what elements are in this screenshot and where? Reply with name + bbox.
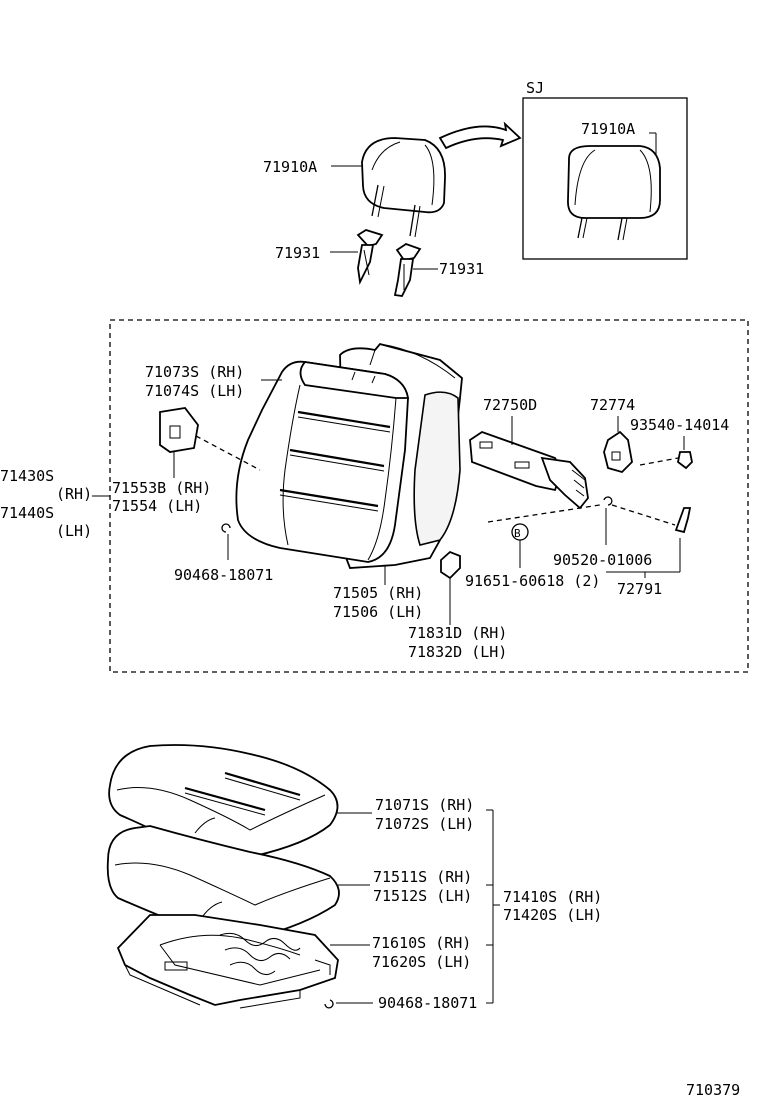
- cushion-assy-rh-label: 71410S (RH): [503, 888, 602, 906]
- inset-headrest-drawing: [567, 145, 661, 241]
- cushion-clip-label: 90468-18071: [378, 994, 477, 1012]
- diagram-number: 710379: [686, 1081, 740, 1099]
- seatback-board-lh-label: 71554 (LH): [112, 497, 202, 515]
- seatback-ring-drawing: [603, 496, 613, 506]
- seatback-lever-label: 72750D: [483, 396, 537, 414]
- headrest-support-left-label: 71931: [275, 244, 320, 262]
- cushion-pad-rh-label: 71511S (RH): [373, 868, 472, 886]
- cushion-clip-drawing: [324, 999, 334, 1009]
- seatback-pad-rh-label: 71505 (RH): [333, 584, 423, 602]
- seatback-bolt-label: 91651-60618 (2): [465, 572, 600, 590]
- seatback-screw-label: 93540-14014: [630, 416, 729, 434]
- inset-arrow: [438, 121, 522, 150]
- seatback-pad-lh-label: 71506 (LH): [333, 603, 423, 621]
- inset-label: SJ: [526, 79, 544, 97]
- seatback-clip-drawing: [221, 523, 231, 560]
- seatback-board-drawing: [159, 407, 199, 453]
- seatback-guide-rh-label: 71831D (RH): [408, 624, 507, 642]
- cushion-cover-rh-label: 71071S (RH): [375, 796, 474, 814]
- seatback-assy-rh-label: 71430S: [0, 467, 54, 485]
- seatback-assy-rh-side: (RH): [56, 485, 92, 503]
- seatback-cover-rh-label: 71073S (RH): [145, 363, 244, 381]
- headrest-part-label: 71910A: [263, 158, 317, 176]
- cushion-pad-lh-label: 71512S (LH): [373, 887, 472, 905]
- cushion-cover-lh-label: 71072S (LH): [375, 815, 474, 833]
- headrest-support-left-drawing: [356, 229, 384, 285]
- seatback-cover-lh-label: 71074S (LH): [145, 382, 244, 400]
- cushion-pad-drawing: [106, 825, 340, 940]
- seatback-screw-drawing: [677, 451, 693, 470]
- seatback-cable-drawing: [674, 507, 692, 534]
- headrest-drawing: [361, 137, 446, 238]
- seatback-assy-lh-side: (LH): [56, 522, 92, 540]
- seatback-guide-lh-label: 71832D (LH): [408, 643, 507, 661]
- seatback-guide-drawing: [440, 550, 461, 625]
- seatback-ring-label: 90520-01006: [553, 551, 652, 569]
- headrest-support-right-drawing: [393, 243, 422, 297]
- seatback-assy-lh-label: 71440S: [0, 504, 54, 522]
- seatback-hinge-drawing: [603, 430, 633, 474]
- cushion-assy-lh-label: 71420S (LH): [503, 906, 602, 924]
- sj-inset: SJ 71910A: [522, 79, 688, 260]
- cushion-spring-drawing: [116, 914, 339, 1009]
- cushion-spring-rh-label: 71610S (RH): [372, 934, 471, 952]
- seatback-lever-drawing: [469, 431, 589, 510]
- inset-part-label: 71910A: [581, 120, 635, 138]
- cushion-spring-lh-label: 71620S (LH): [372, 953, 471, 971]
- seatback-bolt-marker: B: [514, 527, 521, 540]
- seatback-board-rh-label: 71553B (RH): [112, 479, 211, 497]
- seatback-clip-label: 90468-18071: [174, 566, 273, 584]
- headrest-support-right-label: 71931: [439, 260, 484, 278]
- seatback-cover-drawing: [235, 360, 410, 563]
- seatback-cable-label: 72791: [617, 580, 662, 598]
- seatback-hinge-label: 72774: [590, 396, 635, 414]
